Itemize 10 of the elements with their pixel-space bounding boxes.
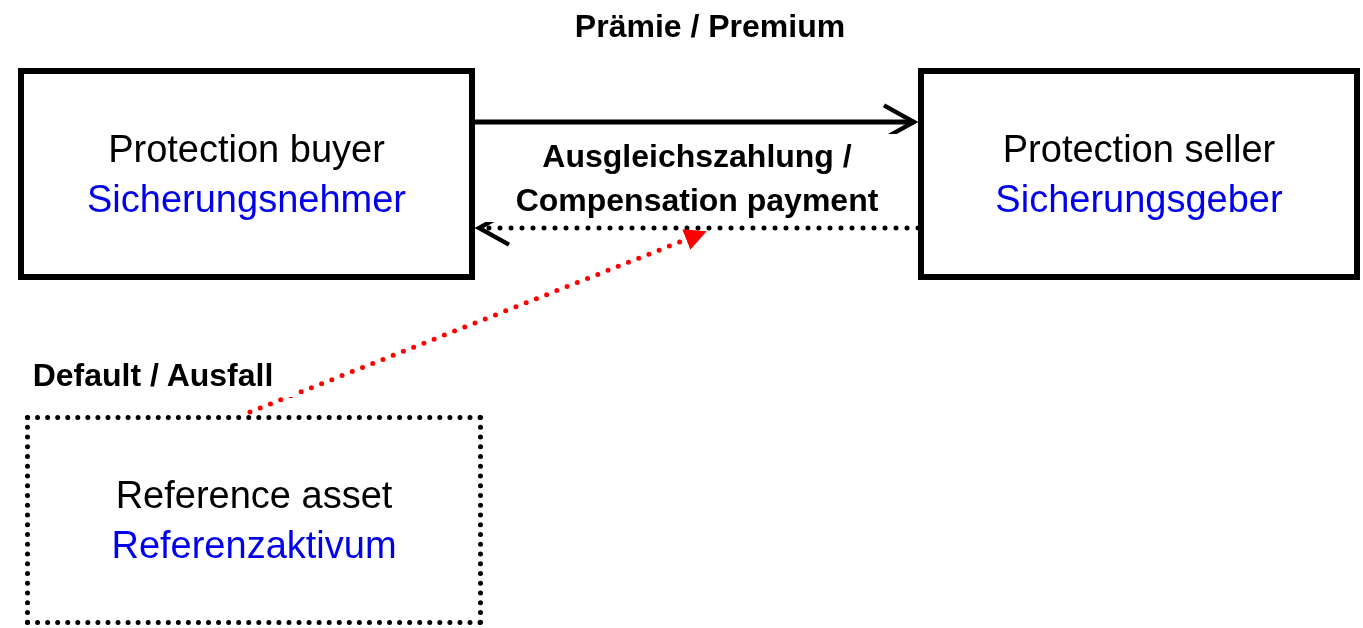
node-subtitle: Sicherungsgeber [995,177,1283,222]
arrow [247,229,708,415]
node-subtitle: Referenzaktivum [111,523,397,568]
node-title: Protection buyer [108,127,385,172]
process-box [18,68,475,280]
process-box [25,415,483,625]
node-subtitle: Sicherungsnehmer [87,177,406,222]
node-title: Protection seller [1002,127,1276,172]
node-title: Reference asset [115,473,393,518]
process-box [918,68,1360,280]
